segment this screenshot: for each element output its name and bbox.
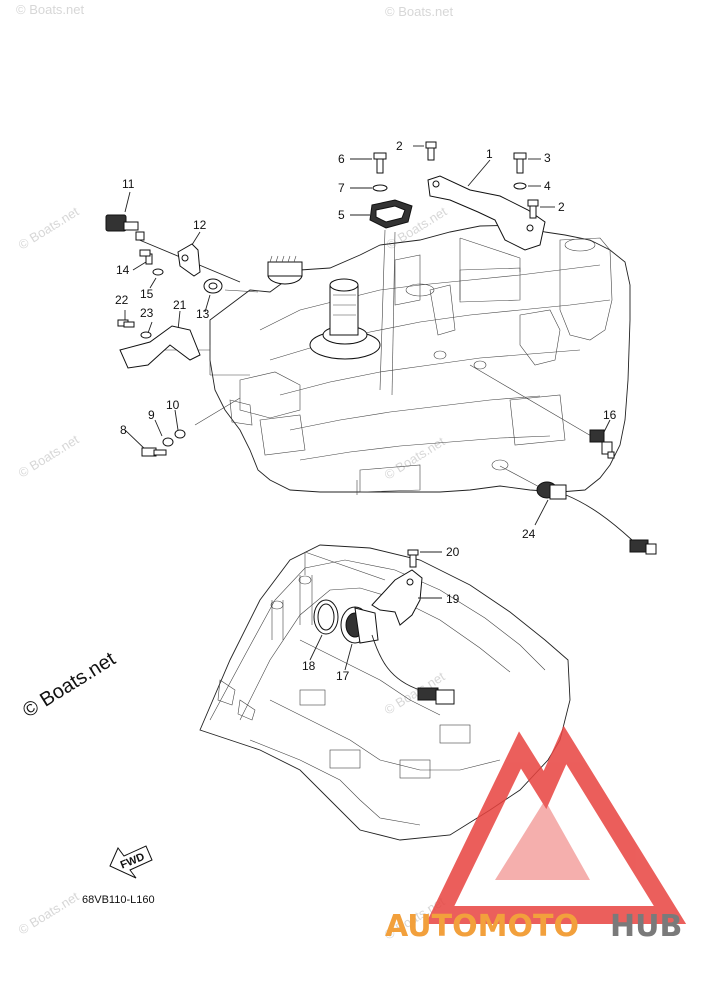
callout-13: 13: [196, 307, 210, 321]
watermark-large: © Boats.net: [19, 648, 120, 722]
lower-housing: [199, 544, 571, 841]
callout-21: 21: [173, 298, 187, 312]
brand-wordmark: AUTOMOTO HUB: [385, 909, 682, 944]
brand-part2: HUB: [610, 909, 682, 944]
brand-logo: [425, 725, 687, 924]
callout-1: 1: [486, 147, 493, 161]
watermark: © Boats.net: [16, 432, 82, 481]
callout-22: 22: [115, 293, 129, 307]
callout-19: 19: [446, 592, 460, 606]
callout-2b: 2: [558, 200, 565, 214]
callout-14: 14: [116, 263, 130, 277]
engine-block: [209, 224, 631, 495]
diagram-code: 68VB110-L160: [82, 894, 155, 906]
callout-11: 11: [122, 177, 135, 191]
callout-15: 15: [140, 287, 154, 301]
parts-upper: [105, 141, 657, 555]
callout-6: 6: [338, 152, 345, 166]
watermark: © Boats.net: [16, 2, 85, 17]
callout-2: 2: [396, 139, 403, 153]
callout-7: 7: [338, 181, 345, 195]
brand-part1: AUTOMOTO: [385, 909, 579, 944]
parts-lower: [313, 549, 455, 705]
watermark: © Boats.net: [385, 4, 454, 19]
callout-3: 3: [544, 151, 551, 165]
callout-4: 4: [544, 179, 551, 193]
callout-18: 18: [302, 659, 316, 673]
watermark: © Boats.net: [16, 204, 82, 253]
callout-9: 9: [148, 408, 155, 422]
callout-23: 23: [140, 306, 154, 320]
callout-16: 16: [603, 408, 617, 422]
callout-labels: 1 2 3 4 2 5 6 7 8 9 10 11 12 13 14 15 16…: [115, 139, 617, 683]
callout-8: 8: [120, 423, 127, 437]
fwd-arrow: FWD: [109, 845, 153, 879]
watermark-group: © Boats.net © Boats.net © Boats.net © Bo…: [16, 2, 454, 943]
callout-5: 5: [338, 208, 345, 222]
callout-24: 24: [522, 527, 536, 541]
logo-mark-icon: [425, 725, 687, 924]
watermark: © Boats.net: [16, 889, 82, 938]
callout-10: 10: [166, 398, 180, 412]
watermark: © Boats.net: [382, 434, 448, 483]
callout-17: 17: [336, 669, 350, 683]
callout-12: 12: [193, 218, 207, 232]
callout-20: 20: [446, 545, 460, 559]
